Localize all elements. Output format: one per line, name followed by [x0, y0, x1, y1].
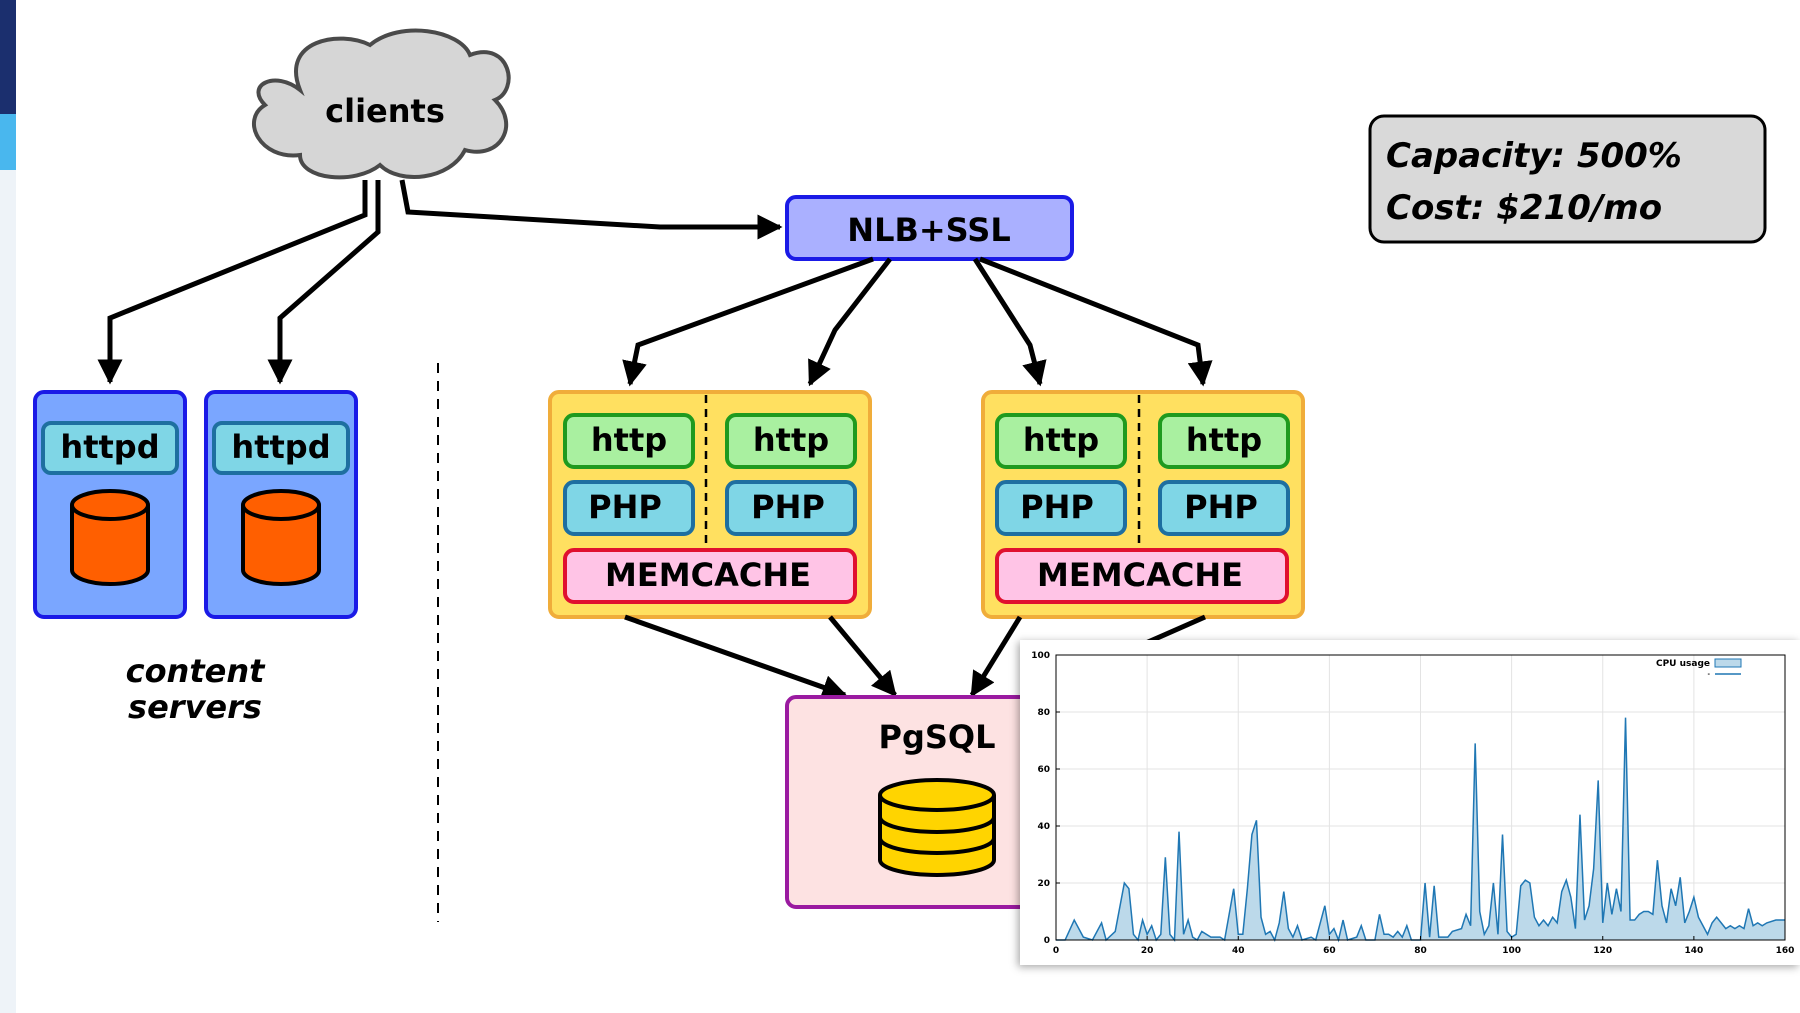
php-box: [725, 480, 857, 536]
php-label: PHP: [1184, 488, 1258, 526]
content-server-2: httpd: [204, 390, 358, 619]
http-box: [563, 413, 695, 469]
httpd-label: httpd: [231, 428, 330, 466]
memcache-box: [995, 548, 1289, 604]
sidebar-accent-dark: [0, 0, 16, 114]
pgsql-database: PgSQL: [785, 695, 1039, 909]
x-tick-label: 100: [1502, 946, 1521, 956]
x-tick-label: 120: [1593, 946, 1612, 956]
capacity-text: Capacity: 500%: [1386, 136, 1682, 176]
legend-swatch-area: [1714, 658, 1742, 668]
x-tick-label: 40: [1232, 946, 1245, 956]
php-box: [563, 480, 695, 536]
httpd-box: [212, 421, 350, 475]
arrow-lb-to-web2b: [979, 256, 1213, 387]
client-arrows: [97, 179, 783, 385]
y-tick-label: 80: [1037, 708, 1050, 718]
y-tick-label: 0: [1044, 936, 1050, 946]
php-label: PHP: [588, 488, 662, 526]
clients-cloud: clients: [252, 28, 511, 180]
x-tick-label: 160: [1776, 946, 1795, 956]
db-arrows: [624, 614, 1207, 700]
yellow-database-icon: [878, 778, 996, 877]
content-server-1: httpd: [33, 390, 187, 619]
cloud-shape: [252, 28, 511, 180]
http-label: http: [591, 421, 667, 459]
arrow-web1b-to-db: [828, 615, 897, 697]
y-tick-label: 40: [1037, 822, 1050, 832]
arrow-lb-to-web2a: [972, 257, 1047, 387]
legend-label-line: -: [1708, 671, 1711, 678]
php-box: [1158, 480, 1290, 536]
http-box: [725, 413, 857, 469]
arrow-lb-to-web1b: [807, 257, 892, 387]
http-box: [995, 413, 1127, 469]
capacity-cost-box: Capacity: 500% Cost: $210/mo: [1368, 114, 1767, 244]
http-label: http: [753, 421, 829, 459]
orange-database-icon: [241, 489, 321, 586]
x-tick-label: 20: [1141, 946, 1154, 956]
http-label: http: [1186, 421, 1262, 459]
x-tick-label: 0: [1053, 946, 1059, 956]
memcache-box: [563, 548, 857, 604]
capacity-box: [1368, 114, 1767, 244]
content-servers-label-line1: content: [126, 652, 267, 690]
x-tick-label: 140: [1684, 946, 1703, 956]
x-tick-label: 60: [1323, 946, 1336, 956]
clients-label: clients: [325, 92, 445, 130]
lb-label: NLB+SSL: [847, 211, 1010, 249]
http-box: [1158, 413, 1290, 469]
php-box: [995, 480, 1127, 536]
php-label: PHP: [751, 488, 825, 526]
sidebar-strip: [0, 170, 16, 1013]
y-tick-label: 20: [1037, 879, 1050, 889]
web-group-1: http http PHP PHP MEMCACHE: [548, 390, 872, 619]
lb-arrows: [622, 256, 1213, 387]
memcache-label: MEMCACHE: [605, 556, 811, 594]
cost-text: Cost: $210/mo: [1386, 188, 1662, 228]
web-group-2: http http PHP PHP MEMCACHE: [981, 390, 1305, 619]
y-tick-label: 60: [1037, 765, 1050, 775]
lb-box: [785, 195, 1074, 261]
legend-label-cpu-usage: CPU usage: [1656, 659, 1710, 669]
cpu-usage-line: [1056, 717, 1785, 943]
arrow-clients-to-lb: [399, 179, 783, 240]
arrow-web2a-to-db: [969, 615, 1023, 698]
arrow-clients-to-httpd1: [97, 180, 368, 385]
httpd-label: httpd: [60, 428, 159, 466]
cpu-usage-area: [1056, 717, 1785, 940]
arrow-lb-to-web1a: [622, 256, 874, 387]
pgsql-label: PgSQL: [879, 718, 996, 756]
memcache-label: MEMCACHE: [1037, 556, 1243, 594]
sidebar-accent-light: [0, 114, 16, 170]
x-tick-label: 80: [1414, 946, 1427, 956]
arrow-clients-to-httpd2: [267, 180, 381, 385]
load-balancer: NLB+SSL: [785, 195, 1074, 261]
arrow-web1a-to-db: [624, 614, 848, 700]
y-tick-label: 100: [1031, 651, 1050, 661]
php-label: PHP: [1020, 488, 1094, 526]
http-label: http: [1023, 421, 1099, 459]
orange-database-icon: [70, 489, 150, 586]
content-servers-label-line2: servers: [128, 688, 262, 726]
httpd-box: [41, 421, 179, 475]
